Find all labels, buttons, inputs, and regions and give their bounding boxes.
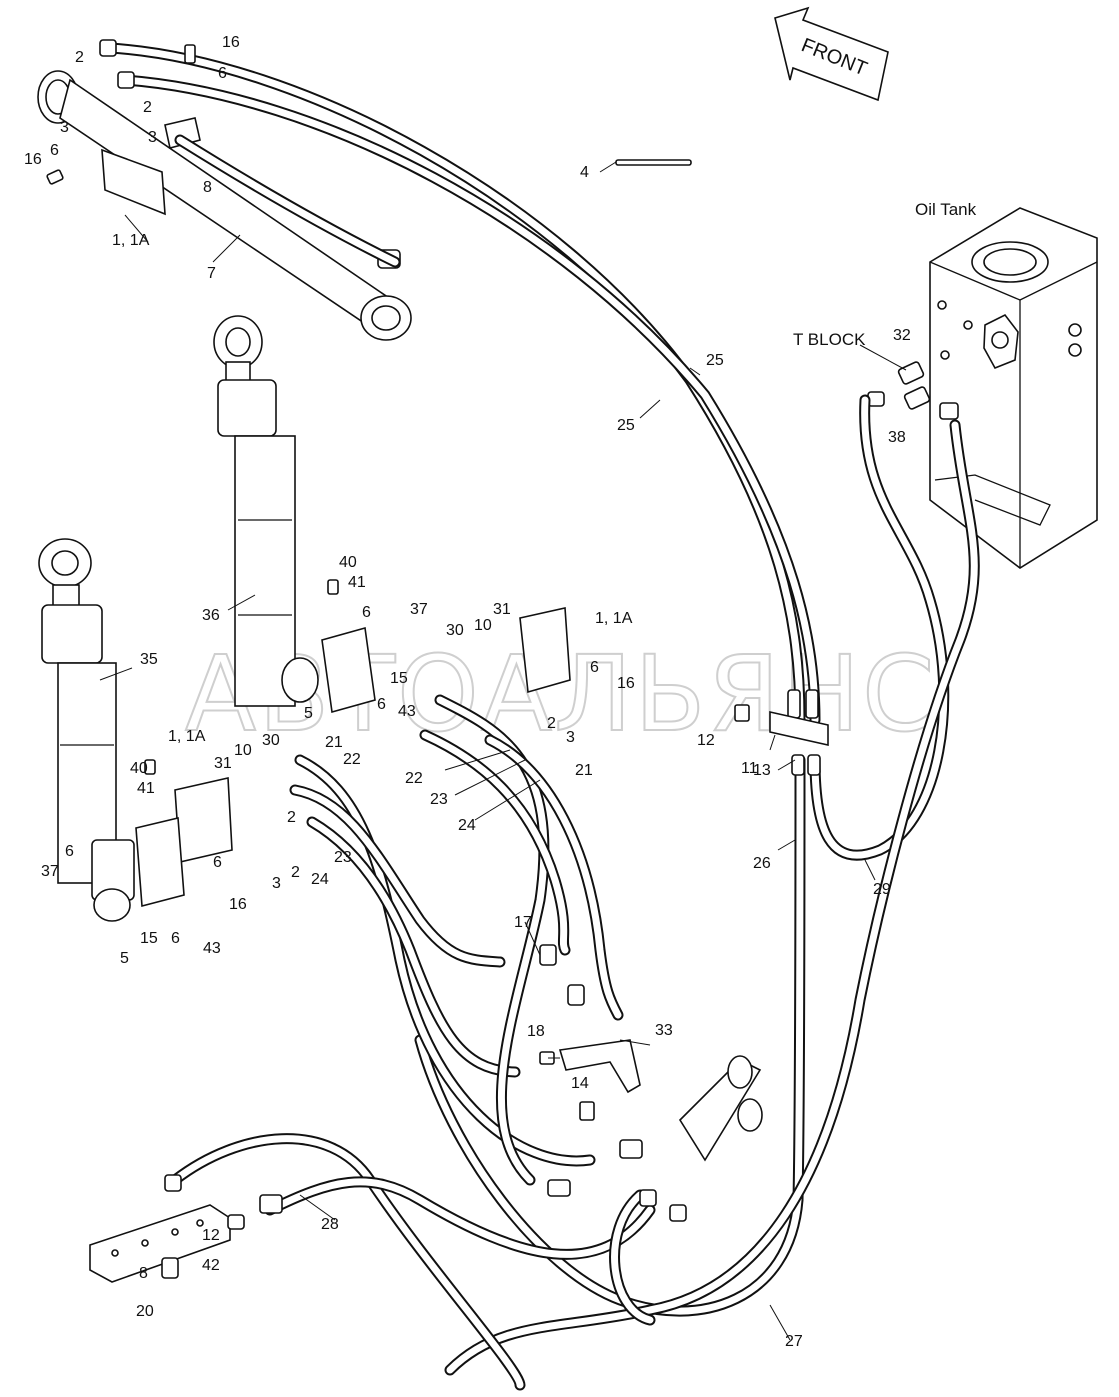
callout: 41 xyxy=(137,780,155,797)
callout: 6 xyxy=(213,854,222,871)
callout: 42 xyxy=(202,1257,220,1274)
callout: 6 xyxy=(590,659,599,676)
cylinder-lower xyxy=(38,538,135,922)
front-arrow: FRONT xyxy=(774,6,889,102)
callout: 17 xyxy=(514,914,532,931)
cylinder-upper xyxy=(37,70,412,341)
callout: 37 xyxy=(41,863,59,880)
callout: 18 xyxy=(527,1023,545,1040)
callout: 6 xyxy=(377,696,386,713)
callout: 4 xyxy=(580,164,589,181)
callout: 22 xyxy=(405,770,423,787)
callout: 6 xyxy=(171,930,180,947)
callout: 36 xyxy=(202,607,220,624)
callout: 1, 1A xyxy=(168,728,206,745)
callout: 6 xyxy=(50,142,59,159)
oil-tank: Oil Tank xyxy=(915,200,1098,569)
callout: 16 xyxy=(24,151,42,168)
callout: 43 xyxy=(203,940,221,957)
callout: 22 xyxy=(343,751,361,768)
callout: 25 xyxy=(617,417,635,434)
bracket-33 xyxy=(558,1039,763,1162)
callout: 15 xyxy=(390,670,408,687)
callout: 2 xyxy=(143,99,152,116)
callout: 1, 1A xyxy=(112,232,150,249)
callout: 3 xyxy=(272,875,281,892)
callout: 12 xyxy=(697,732,715,749)
callout: 10 xyxy=(474,617,492,634)
callout: 28 xyxy=(321,1216,339,1233)
callout: 6 xyxy=(362,604,371,621)
callout: 40 xyxy=(130,760,148,777)
oil-tank-label: Oil Tank xyxy=(915,200,977,219)
callout: 29 xyxy=(873,881,891,898)
callout: 35 xyxy=(140,651,158,668)
callout: 43 xyxy=(398,703,416,720)
callout: 31 xyxy=(214,755,232,772)
callout: 11 xyxy=(741,760,758,777)
callout: 27 xyxy=(785,1333,803,1350)
callout: 2 xyxy=(287,809,296,826)
callout: 13 xyxy=(753,762,771,779)
callout: 10 xyxy=(234,742,252,759)
callout: 2 xyxy=(547,715,556,732)
callout: 21 xyxy=(575,762,593,779)
callout: 30 xyxy=(262,732,280,749)
callout: 40 xyxy=(339,554,357,571)
callout: 16 xyxy=(617,675,635,692)
callout: 12 xyxy=(202,1227,220,1244)
callout: 16 xyxy=(229,896,247,913)
leader-lines xyxy=(99,161,876,1341)
callout: 20 xyxy=(136,1303,154,1320)
callout: 32 xyxy=(893,327,911,344)
callout: 5 xyxy=(304,705,313,722)
callout: 24 xyxy=(458,817,476,834)
callout: 6 xyxy=(218,65,227,82)
hoses xyxy=(104,42,980,1391)
callout: 31 xyxy=(493,601,511,618)
callout: 7 xyxy=(207,265,216,282)
callout: 6 xyxy=(65,843,74,860)
callout: 37 xyxy=(410,601,428,618)
callout: 23 xyxy=(430,791,448,808)
part-callouts: 16 6 2 2 3 3 16 6 8 1, 1A 7 4 25 25 32 3… xyxy=(24,34,911,1350)
callout: 30 xyxy=(446,622,464,639)
callout: 3 xyxy=(566,729,575,746)
valve-blocks xyxy=(135,607,571,908)
callout: 8 xyxy=(203,179,212,196)
callout: 15 xyxy=(140,930,158,947)
fittings xyxy=(46,39,829,1279)
callout: 21 xyxy=(325,734,343,751)
t-block-label: T BLOCK xyxy=(793,330,866,349)
callout: 38 xyxy=(888,429,906,446)
callout: 41 xyxy=(348,574,366,591)
callout: 3 xyxy=(148,129,157,146)
callout: 33 xyxy=(655,1022,673,1039)
callout: 2 xyxy=(75,49,84,66)
callout: 24 xyxy=(311,871,329,888)
callout: 16 xyxy=(222,34,240,51)
callout: 23 xyxy=(334,849,352,866)
callout: 25 xyxy=(706,352,724,369)
callout: 1, 1A xyxy=(595,610,633,627)
t-block-fittings: T BLOCK xyxy=(793,330,959,420)
callout: 5 xyxy=(120,950,129,967)
callout: 14 xyxy=(571,1075,589,1092)
cylinder-middle xyxy=(213,315,319,707)
callout: 2 xyxy=(291,864,300,881)
callout: 3 xyxy=(60,119,69,136)
callout: 26 xyxy=(753,855,771,872)
distribution-block xyxy=(89,1204,231,1283)
callout: 8 xyxy=(139,1265,148,1282)
